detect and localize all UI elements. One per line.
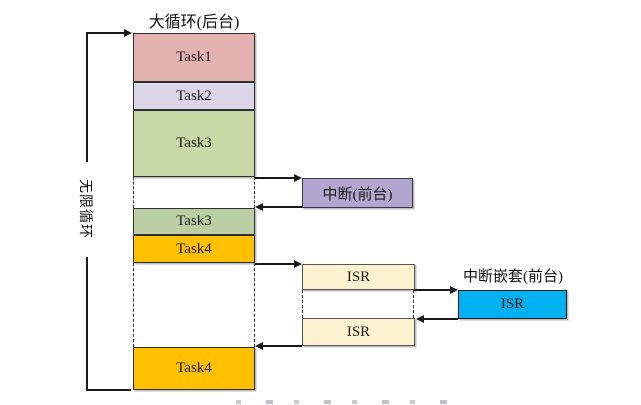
task2-label: Task2 xyxy=(176,87,212,104)
task3-second-label: Task3 xyxy=(176,213,212,229)
isr2-label: ISR xyxy=(346,323,371,340)
arrow-interrupt-return-line xyxy=(263,206,302,208)
interrupt-box: 中断(前台) xyxy=(302,178,413,208)
task4-second-label: Task4 xyxy=(176,360,212,376)
loop-line-vertical-top xyxy=(86,32,88,162)
arrow-isr-to-nested-head-icon xyxy=(450,286,458,294)
arrow-isr-return-line xyxy=(263,345,302,347)
arrow-task4-to-isr-line xyxy=(255,263,295,265)
task1-box: Task1 xyxy=(133,33,255,82)
arrow-nested-return-line xyxy=(424,318,458,320)
arrow-interrupt-return-head-icon xyxy=(255,203,263,211)
isr-gap-dash-right xyxy=(413,290,414,318)
loop-line-vertical-bottom xyxy=(86,257,88,390)
isr1-label: ISR xyxy=(346,268,371,285)
task3-box-second: Task3 xyxy=(133,208,255,235)
arrow-task3-to-interrupt-line xyxy=(255,177,295,179)
column-gap-interrupt xyxy=(133,177,255,208)
arrow-nested-return-head-icon xyxy=(416,315,424,323)
arrow-task3-to-interrupt-head-icon xyxy=(294,174,302,182)
nested-isr-label: ISR xyxy=(500,296,525,312)
isr-box-2: ISR xyxy=(302,318,415,346)
arrow-isr-to-nested-line xyxy=(414,289,450,291)
arrow-task4-to-isr-head-icon xyxy=(294,260,302,268)
task1-label: Task1 xyxy=(176,49,212,65)
task4-box-first: Task4 xyxy=(133,235,255,263)
arrow-isr-return-head-icon xyxy=(255,342,263,350)
task2-box: Task2 xyxy=(133,82,255,110)
task3-box-first: Task3 xyxy=(133,110,255,177)
column-gap-isr xyxy=(133,263,255,347)
task4-box-second: Task4 xyxy=(133,347,255,390)
background-loop-title: 大循环(后台) xyxy=(148,14,240,31)
loop-line-bottom xyxy=(86,389,131,391)
interrupt-label: 中断(前台) xyxy=(322,186,393,203)
task3-first-label: Task3 xyxy=(176,135,212,151)
nested-interrupt-title: 中断嵌套(前台) xyxy=(463,269,563,285)
loop-line-top xyxy=(86,32,124,34)
isr-box-1: ISR xyxy=(302,264,415,290)
task4-first-label: Task4 xyxy=(176,240,212,257)
nested-isr-box: ISR xyxy=(458,290,567,319)
caption-fragment xyxy=(236,400,464,404)
loop-top-arrowhead-icon xyxy=(124,29,132,37)
isr-gap-dash-left xyxy=(302,290,303,318)
infinite-loop-label: 无限循环 xyxy=(77,179,92,239)
